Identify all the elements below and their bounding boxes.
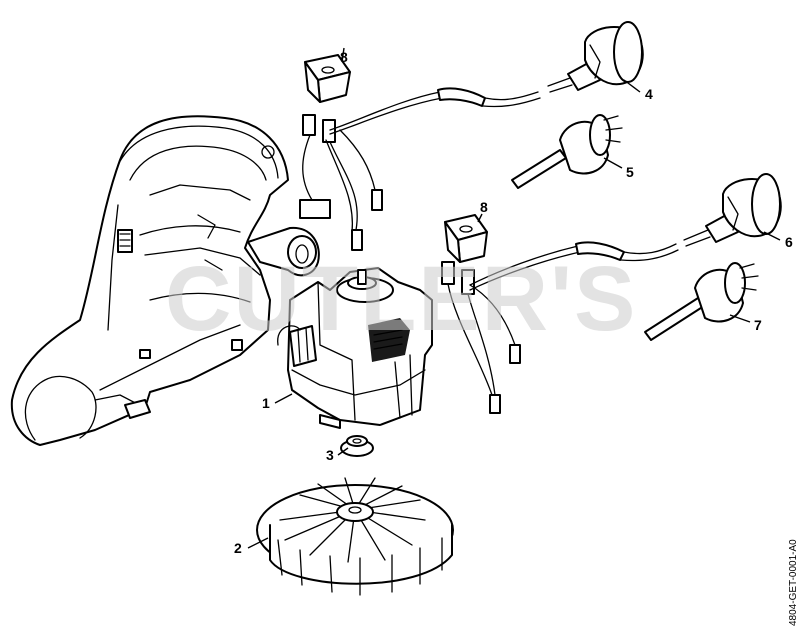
callout-3: 3 xyxy=(326,447,349,463)
callout-label-8a: 8 xyxy=(340,49,348,65)
wire-harness-a xyxy=(299,87,541,251)
leader-line-7 xyxy=(729,314,751,323)
switch-a xyxy=(304,54,351,103)
callout-label-1: 1 xyxy=(262,395,270,411)
plug-b xyxy=(644,262,759,341)
cord-b xyxy=(683,173,782,247)
plug-a xyxy=(511,114,623,189)
callout-label-3: 3 xyxy=(326,447,334,463)
leader-line-4 xyxy=(623,79,641,93)
leader-line-8a xyxy=(341,47,345,63)
leader-line-2 xyxy=(247,537,269,549)
callout-label-2: 2 xyxy=(234,540,242,556)
callout-4: 4 xyxy=(623,79,653,102)
callout-6: 6 xyxy=(763,231,793,250)
leader-line-5 xyxy=(603,157,623,169)
cord-a xyxy=(547,21,644,93)
leader-line-8b xyxy=(477,213,483,223)
document-id: 4804-GET-0001-A0 xyxy=(788,539,799,626)
callout-2: 2 xyxy=(234,537,269,556)
callout-7: 7 xyxy=(729,314,762,333)
fan-impeller xyxy=(256,477,454,596)
callout-label-7: 7 xyxy=(754,317,762,333)
wire-harness-b xyxy=(441,241,679,414)
callout-label-5: 5 xyxy=(626,164,634,180)
callout-label-8b: 8 xyxy=(480,199,488,215)
switch-b xyxy=(444,214,488,263)
housing-shell xyxy=(10,115,289,446)
leader-line-3 xyxy=(337,447,349,456)
motor xyxy=(277,267,433,429)
callout-label-6: 6 xyxy=(785,234,793,250)
nut xyxy=(340,435,374,457)
leader-line-1 xyxy=(274,393,293,404)
duct-tube xyxy=(247,226,320,277)
leader-line-6 xyxy=(763,231,781,241)
callout-8b: 8 xyxy=(477,199,488,223)
callout-8a: 8 xyxy=(340,47,348,65)
callout-label-4: 4 xyxy=(645,86,653,102)
callout-1: 1 xyxy=(262,393,293,411)
watermark: CUTLER'S xyxy=(165,248,637,350)
callout-5: 5 xyxy=(603,157,634,180)
